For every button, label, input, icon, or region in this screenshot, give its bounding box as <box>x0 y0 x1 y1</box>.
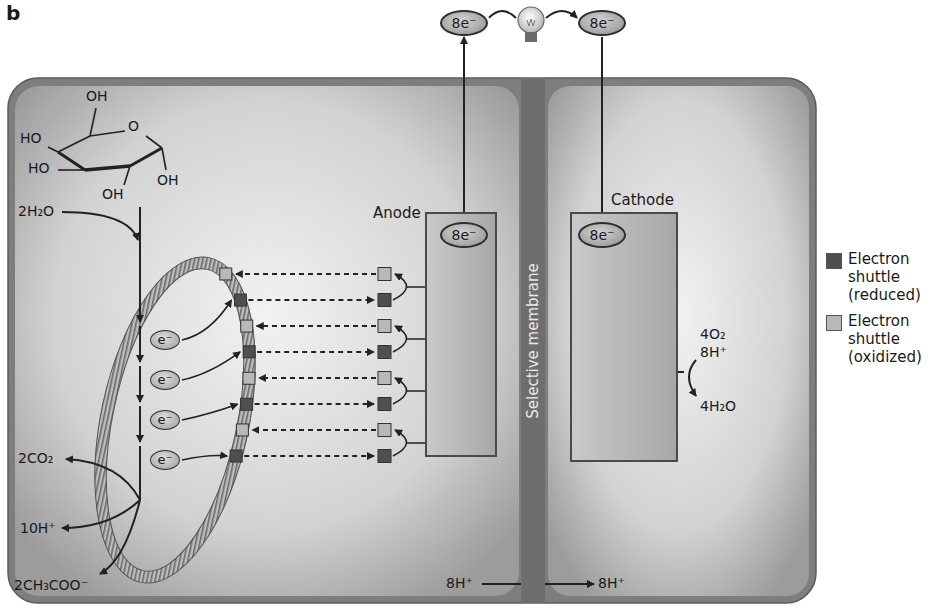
chemical-group: HO <box>20 130 42 146</box>
electron-shuttle <box>378 346 391 359</box>
chemical-group: OH <box>86 88 108 104</box>
legend-entry: Electron shuttle (reduced) <box>826 250 943 304</box>
membrane-band: Selective membrane <box>521 78 545 603</box>
chemical-formula: 10H⁺ <box>20 520 56 536</box>
electron-circle: e⁻ <box>150 370 180 390</box>
diffusion-arrow <box>255 403 374 405</box>
electron-shuttle <box>243 346 255 358</box>
chemical-formula: 4H₂O <box>700 398 736 414</box>
electron-shuttle <box>236 424 248 436</box>
electron-shuttle <box>378 450 391 463</box>
electron-circle: 8e⁻ <box>578 222 626 248</box>
electron-shuttle <box>241 320 253 332</box>
chemical-group: O <box>128 118 139 134</box>
electron-flow <box>601 37 603 221</box>
electron-shuttle <box>378 424 391 437</box>
electron-label: 8e⁻ <box>590 227 615 243</box>
electron-circle: 8e⁻ <box>440 222 488 248</box>
electron-shuttle <box>378 320 391 333</box>
diffusion-arrow <box>259 377 376 379</box>
panel-letter: b <box>6 2 20 25</box>
electron-shuttle <box>234 294 246 306</box>
oxidation-arrow <box>393 326 407 352</box>
electron-circle: e⁻ <box>150 330 180 350</box>
electrode-label: Anode <box>373 204 421 222</box>
electron-circle: e⁻ <box>150 410 180 430</box>
electron-label: e⁻ <box>158 413 173 428</box>
electron-label: 8e⁻ <box>590 15 615 31</box>
chemical-formula: 8H⁺ <box>598 575 625 591</box>
electron-shuttle <box>241 398 253 410</box>
electron-flow <box>463 37 465 221</box>
chemical-formula: 4O₂ <box>700 326 726 342</box>
electrode-box: Cathode8e⁻ <box>570 212 678 462</box>
chemical-formula: 8H⁺ <box>700 344 727 360</box>
electron-shuttle <box>378 372 391 385</box>
chemical-group: OH <box>157 172 179 188</box>
chemical-group: OH <box>102 186 124 202</box>
chemical-formula: 2CH₃COO⁻ <box>14 577 88 593</box>
oxidation-arrow <box>393 430 407 456</box>
legend-text: Electron shuttle (reduced) <box>848 250 943 304</box>
diffusion-arrow <box>236 273 376 275</box>
diffusion-arrow <box>257 325 376 327</box>
legend-entry: Electron shuttle (oxidized) <box>826 312 943 366</box>
legend-swatch <box>826 315 842 331</box>
legend-swatch <box>826 253 842 269</box>
electron-circle: 8e⁻ <box>578 10 626 36</box>
electron-shuttle <box>220 268 232 280</box>
chemical-formula: 2CO₂ <box>18 450 53 466</box>
chemical-formula: 8H⁺ <box>446 575 473 591</box>
diffusion-arrow <box>248 299 374 301</box>
chemical-group: HO <box>28 160 50 176</box>
chemical-formula: 2H₂O <box>18 203 54 219</box>
electron-label: e⁻ <box>158 453 173 468</box>
electron-shuttle <box>378 294 391 307</box>
electron-circle: 8e⁻ <box>440 10 488 36</box>
electron-label: 8e⁻ <box>452 227 477 243</box>
electron-arrow <box>182 456 227 460</box>
electron-arrow <box>182 300 231 340</box>
oxidation-arrow <box>393 274 407 300</box>
electron-shuttle <box>378 268 391 281</box>
membrane-label: Selective membrane <box>524 263 542 418</box>
diffusion-arrow <box>252 429 376 431</box>
electron-flow <box>489 11 577 18</box>
diffusion-arrow <box>257 351 374 353</box>
electron-circle: e⁻ <box>150 450 180 470</box>
electrode-label: Cathode <box>611 191 674 209</box>
diffusion-arrow <box>244 455 374 457</box>
electron-shuttle <box>378 398 391 411</box>
electron-arrow <box>182 352 240 380</box>
electrode-box: Anode8e⁻ <box>425 212 497 457</box>
electron-label: e⁻ <box>158 373 173 388</box>
electron-label: e⁻ <box>158 333 173 348</box>
electron-shuttle <box>230 450 242 462</box>
oxidation-arrow <box>393 378 407 404</box>
electron-arrow <box>182 404 238 420</box>
electron-label: 8e⁻ <box>452 15 477 31</box>
electron-shuttle <box>243 372 255 384</box>
legend-text: Electron shuttle (oxidized) <box>848 312 943 366</box>
